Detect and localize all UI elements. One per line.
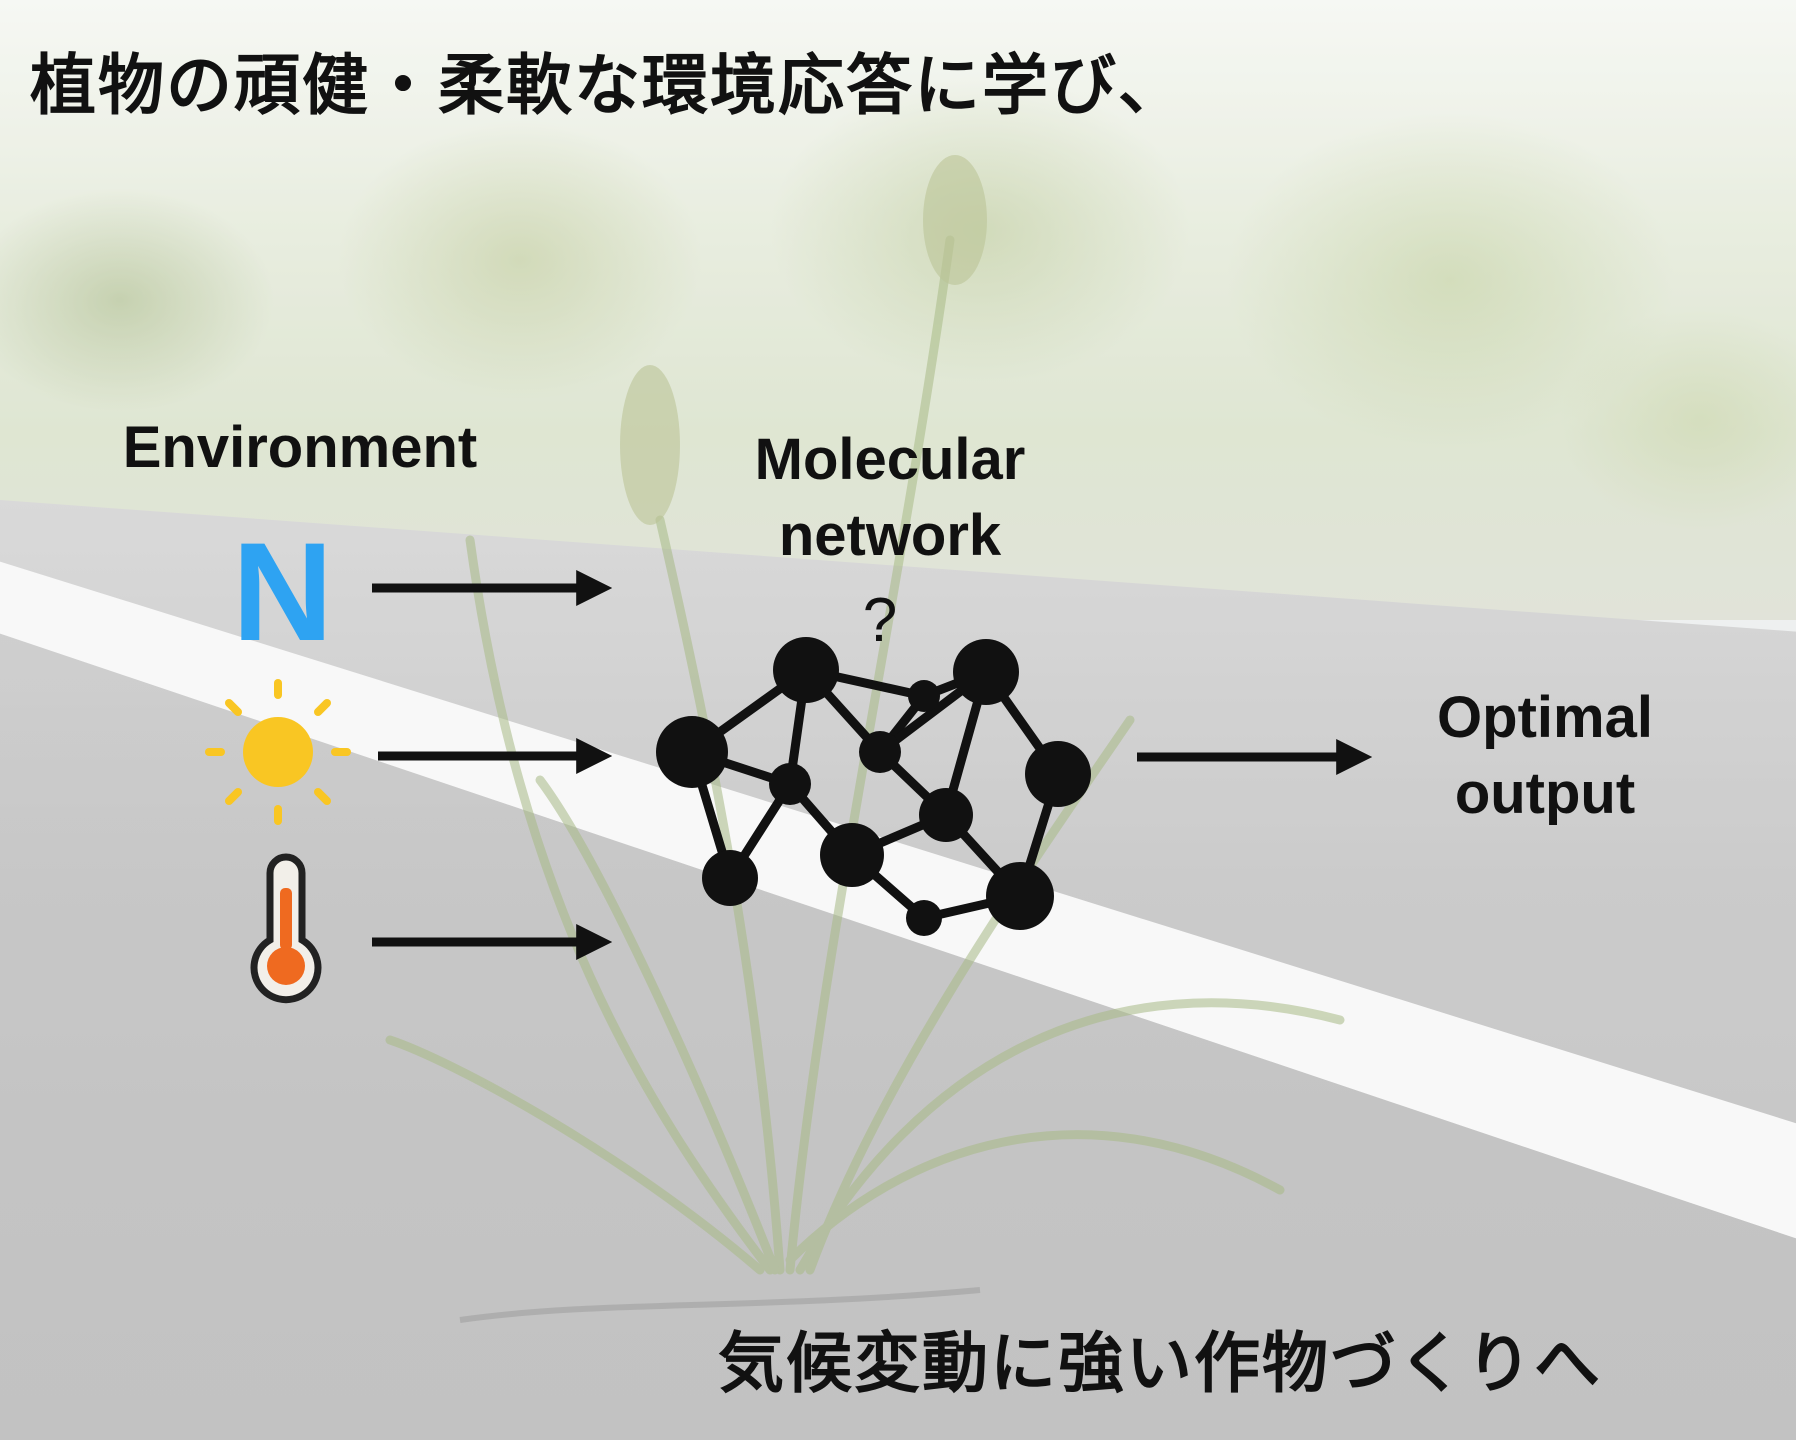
- molecular-label-line1: Molecular: [754, 427, 1026, 492]
- question-mark: ?: [862, 586, 898, 655]
- environment-label: Environment: [100, 410, 500, 486]
- molecular-network-label: Molecular network: [700, 422, 1080, 574]
- optimal-output-label: Optimal output: [1380, 680, 1710, 832]
- nitrogen-icon: N: [232, 513, 334, 670]
- sun-icon: [205, 679, 351, 825]
- output-label-line2: output: [1454, 761, 1636, 826]
- molecular-network-graph: [656, 637, 1091, 936]
- thermometer-icon: [250, 853, 322, 1004]
- environment-label-text: Environment: [122, 415, 478, 480]
- output-label-line1: Optimal: [1437, 685, 1653, 750]
- closing-title: 気候変動に強い作物づくりへ: [718, 1325, 1602, 1402]
- headline-title: 植物の頑健・柔軟な環境応答に学び、: [30, 47, 1186, 124]
- background-foliage: [0, 0, 1796, 620]
- molecular-label-line2: network: [778, 503, 1002, 568]
